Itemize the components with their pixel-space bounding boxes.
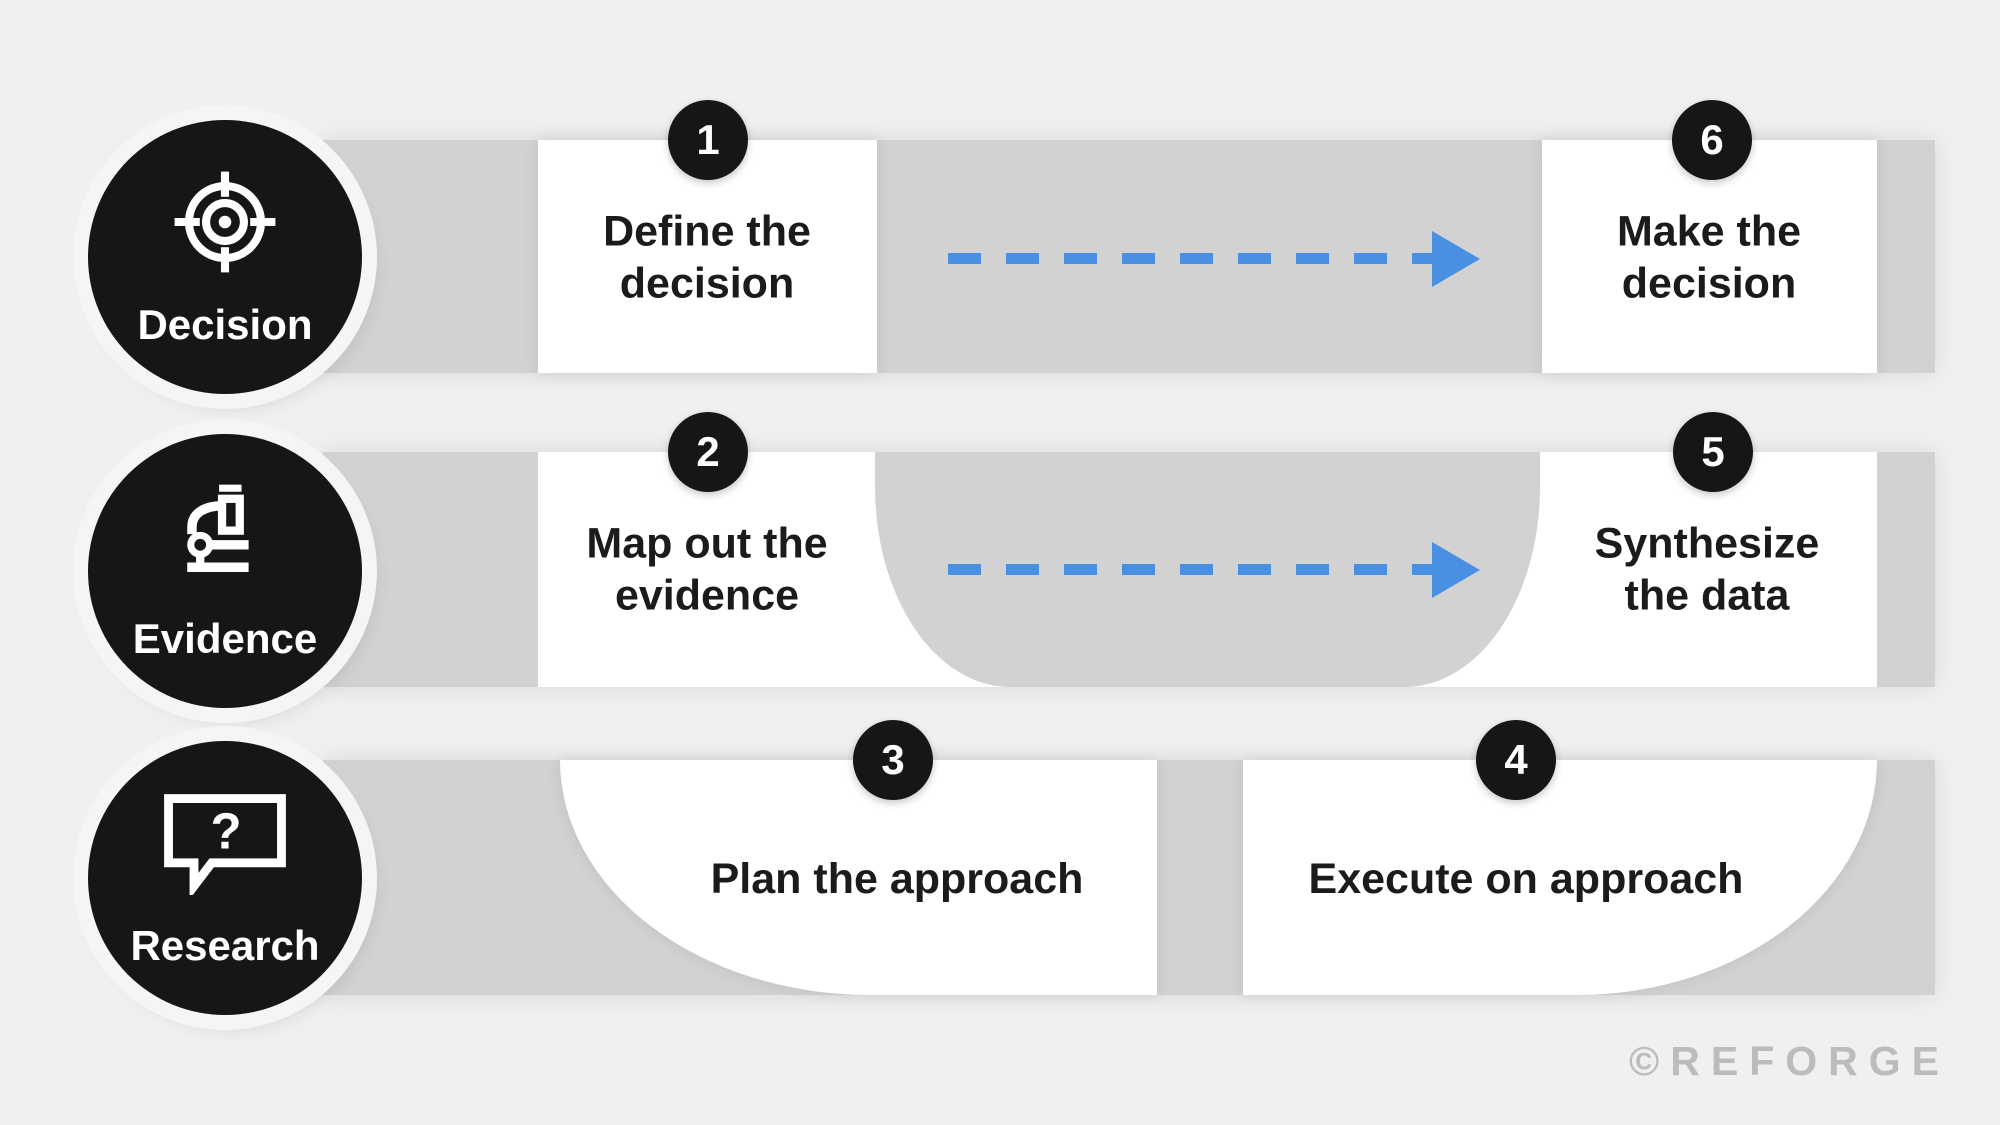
dashed-line	[948, 564, 1432, 575]
step-5-badge: 5	[1673, 412, 1753, 492]
arrow-head-icon	[1432, 231, 1480, 287]
evidence-flow-arrow	[948, 542, 1480, 598]
step-4-title: Execute on approach	[1308, 854, 1744, 903]
decision-flow-arrow	[948, 231, 1480, 287]
step-2-title: Map out the evidence	[586, 519, 828, 620]
step-5-title: Synthesize the data	[1594, 519, 1820, 620]
step-6-title: Make the decision	[1616, 207, 1802, 308]
reforge-credit: ©REFORGE	[1629, 1038, 1950, 1084]
decision-row-track	[323, 140, 1935, 373]
step-2-badge: 2	[668, 412, 748, 492]
step-3-title: Plan the approach	[710, 854, 1084, 903]
research-category-circle: ? Research	[88, 741, 362, 1015]
target-icon	[171, 168, 279, 276]
microscope-icon	[166, 474, 284, 592]
arrow-head-icon	[1432, 542, 1480, 598]
decision-category-circle: Decision	[88, 120, 362, 394]
research-label: Research	[130, 922, 320, 969]
evidence-label: Evidence	[132, 615, 318, 662]
evidence-category-circle: Evidence	[88, 434, 362, 708]
dashed-line	[948, 253, 1432, 264]
step-1-badge: 1	[668, 100, 748, 180]
step-1-title: Define the decision	[603, 207, 811, 308]
step-6-badge: 6	[1672, 100, 1752, 180]
step-3-badge: 3	[853, 720, 933, 800]
svg-text:?: ?	[211, 802, 242, 859]
step-4-badge: 4	[1476, 720, 1556, 800]
research-row-track	[323, 760, 1935, 995]
decision-label: Decision	[137, 301, 313, 348]
question-bubble-icon: ?	[163, 793, 287, 895]
